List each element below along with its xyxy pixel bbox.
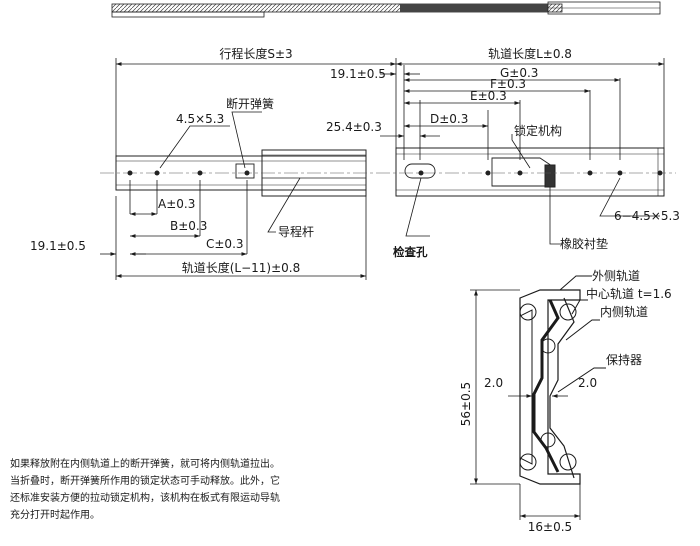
retainer-label: 保持器 xyxy=(606,352,642,367)
rail-length-bottom-label: 轨道长度(L−11)±0.8 xyxy=(182,260,301,275)
release-spring-label: 断开弹簧 xyxy=(226,96,274,111)
rail-length-label: 轨道长度L±0.8 xyxy=(488,46,572,61)
dim-e-label: E±0.3 xyxy=(470,89,507,103)
gap-left-label: 2.0 xyxy=(484,376,503,390)
dim-g-label: G±0.3 xyxy=(500,66,538,80)
offset-bottom-label: 19.1±0.5 xyxy=(30,239,86,253)
note-line: 当折叠时，断开弹簧所作用的锁定状态可手动释放。此外，它 xyxy=(10,476,280,487)
note-line: 还标准安装方便的拉动锁定机构，该机构在板式有限运动导轨 xyxy=(10,493,280,504)
stroke-length-label: 行程长度S±3 xyxy=(219,46,292,61)
hole-size-label: 4.5×5.3 xyxy=(176,112,224,126)
dim-f-label: F±0.3 xyxy=(490,77,526,91)
lock-mechanism-label: 锁定机构 xyxy=(514,123,562,138)
dim-254-label: 25.4±0.3 xyxy=(326,120,382,134)
note-line: 如果释放附在内侧轨道上的断开弹簧，就可将内侧轨道拉出。 xyxy=(10,459,280,470)
dim-d-label: D±0.3 xyxy=(430,112,468,126)
height-label: 56±0.5 xyxy=(459,382,473,426)
offset-top-label: 19.1±0.5 xyxy=(330,67,386,81)
outer-rail-label: 外侧轨道 xyxy=(592,269,640,283)
inner-rail-label: 内侧轨道 xyxy=(600,305,648,319)
dim-a-label: A±0.3 xyxy=(158,197,195,211)
description-note: 如果释放附在内侧轨道上的断开弹簧，就可将内侧轨道拉出。 当折叠时，断开弹簧所作用… xyxy=(10,456,360,524)
inspection-hole-label: 检查孔 xyxy=(393,245,428,259)
width-label: 16±0.5 xyxy=(528,520,572,534)
rail-cross-section xyxy=(470,275,606,520)
rubber-pad-label: 橡胶衬垫 xyxy=(560,236,608,251)
gap-right-label: 2.0 xyxy=(578,376,597,390)
note-line: 充分打开时起作用。 xyxy=(10,510,100,521)
dim-b-label: B±0.3 xyxy=(170,219,207,233)
center-rail-label: 中心轨道 t=1.6 xyxy=(586,286,672,301)
guide-rod-label: 导程杆 xyxy=(278,224,314,239)
rail-side-view xyxy=(115,147,665,197)
extended-rail-preview xyxy=(111,1,661,18)
mounting-holes xyxy=(127,170,663,176)
holes-6x-label: 6−4.5×5.3 xyxy=(614,209,680,223)
dimension-lines-top xyxy=(115,58,665,169)
dim-c-label: C±0.3 xyxy=(206,237,244,251)
dimension-lines-bottom xyxy=(100,177,660,280)
